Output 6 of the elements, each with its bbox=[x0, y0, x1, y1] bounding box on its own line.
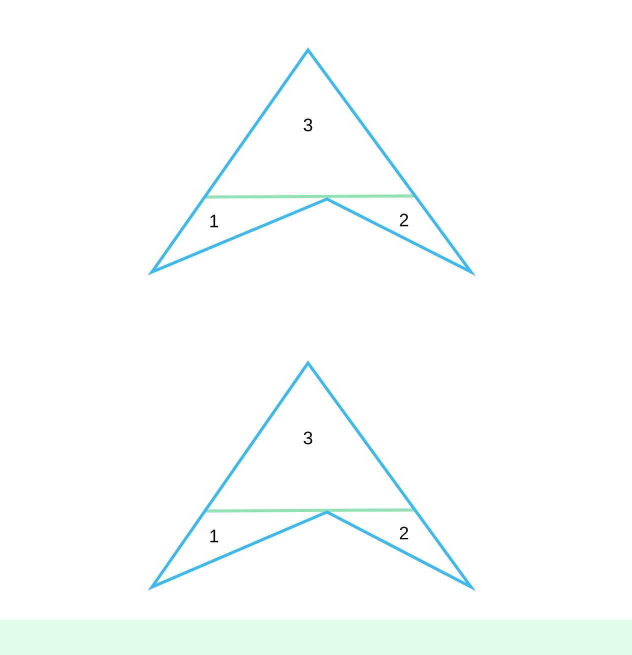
region-number: 3 bbox=[304, 118, 312, 132]
region-number: 3 bbox=[304, 432, 312, 444]
region-number: 1 bbox=[210, 214, 218, 228]
region-number: 2 bbox=[400, 526, 408, 540]
region-number: 1 bbox=[210, 530, 218, 542]
region-number: 2 bbox=[400, 214, 408, 226]
